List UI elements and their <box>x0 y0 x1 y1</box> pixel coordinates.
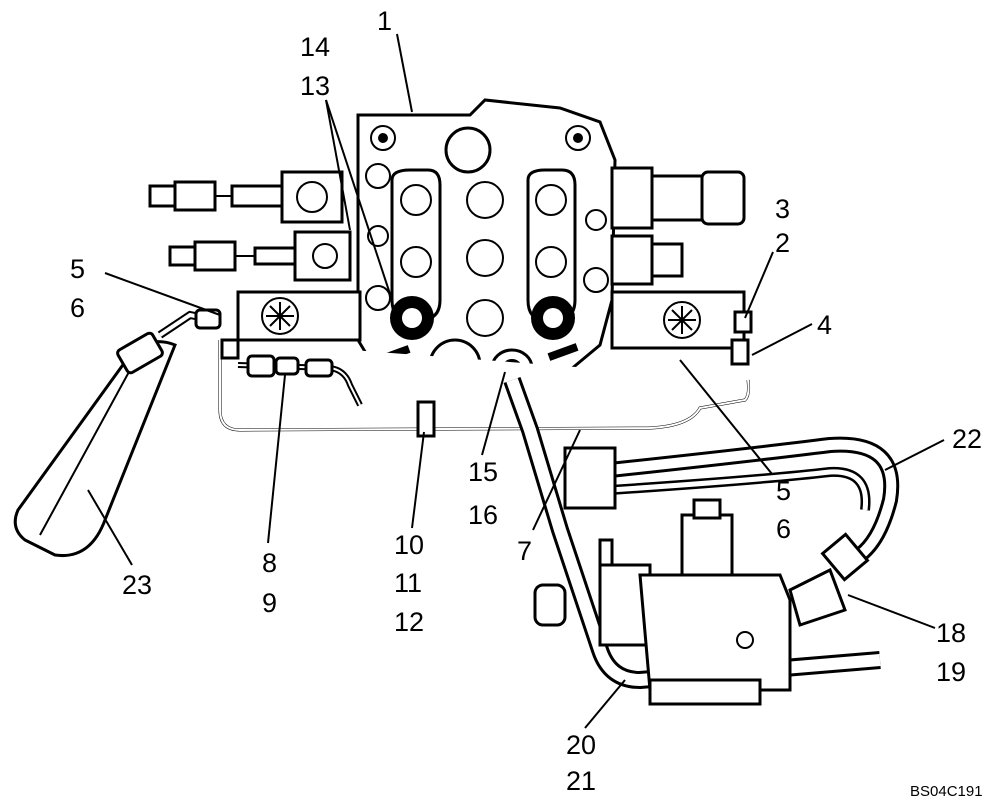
callout-6-right: 6 <box>776 514 791 544</box>
right-solenoid-icon <box>610 166 746 286</box>
callout-15: 15 <box>468 457 498 487</box>
callout-8: 8 <box>262 548 277 578</box>
callout-22: 22 <box>952 424 982 454</box>
callout-19: 19 <box>936 657 966 687</box>
callout-4: 4 <box>817 310 832 340</box>
callouts: 1 14 13 3 2 4 5 6 22 5 6 15 16 7 8 9 10 … <box>70 6 982 796</box>
callout-5-left: 5 <box>70 254 85 284</box>
leader-lines <box>87 33 945 729</box>
auxiliary-valve-block-icon <box>533 446 870 706</box>
callout-11: 11 <box>394 568 422 598</box>
section-plate-icon <box>236 290 746 350</box>
callout-7: 7 <box>517 536 532 566</box>
callout-13: 13 <box>300 71 330 101</box>
callout-23: 23 <box>122 570 152 600</box>
foot-pedal-icon <box>13 308 240 558</box>
callout-1: 1 <box>377 6 392 36</box>
callout-18: 18 <box>936 618 966 648</box>
figure-code: BS04C191 <box>910 783 983 800</box>
callout-16: 16 <box>468 500 498 530</box>
callout-21: 21 <box>566 766 596 796</box>
hydraulic-lines-icon <box>218 310 900 689</box>
callout-2: 2 <box>775 228 790 258</box>
callout-14: 14 <box>300 32 330 62</box>
callout-12: 12 <box>394 607 424 637</box>
callout-20: 20 <box>566 730 596 760</box>
solenoid-connector-icon <box>148 170 352 282</box>
callout-9: 9 <box>262 588 277 618</box>
callout-3: 3 <box>775 194 790 224</box>
callout-5-right: 5 <box>776 476 791 506</box>
callout-6-left: 6 <box>70 293 85 323</box>
callout-10: 10 <box>394 530 424 560</box>
